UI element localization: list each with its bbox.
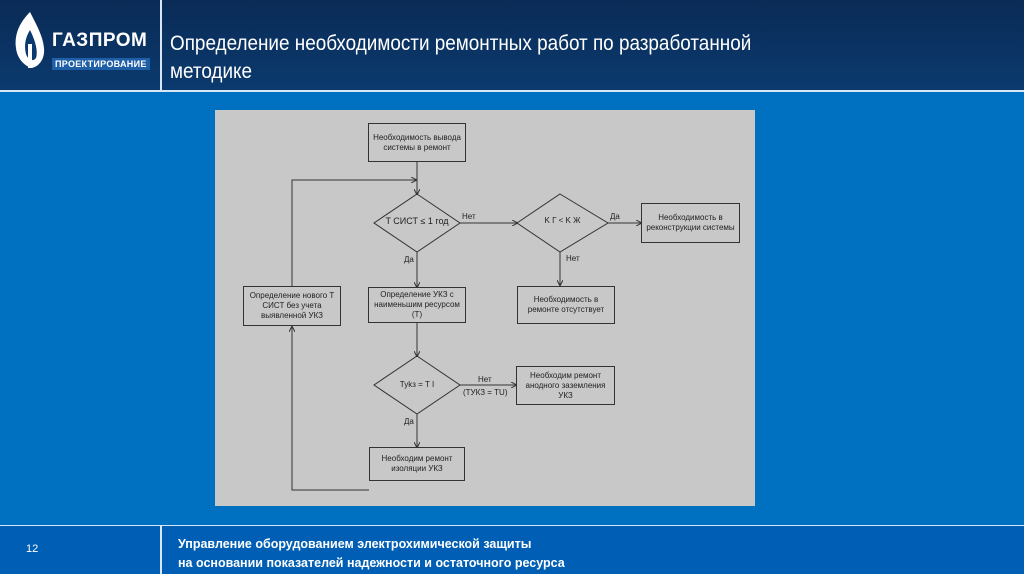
- header-bar: [0, 0, 1024, 90]
- page-number: 12: [26, 543, 39, 555]
- page-title: Определение необходимости ремонтных рабо…: [170, 32, 752, 83]
- node-new-t-sist: Определение нового T СИСТ без учета выяв…: [243, 286, 341, 326]
- footer-line-2: на основании показателей надежности и ос…: [178, 556, 565, 570]
- footer-line-1: Управление оборудованием электрохимическ…: [178, 537, 532, 551]
- flame-icon: [15, 12, 45, 68]
- footer-divider-line: [0, 525, 1024, 526]
- node-ukz-min-resource: Определение УКЗ с наименьшим ресурсом (Т…: [368, 287, 466, 323]
- label-no-1: Нет: [462, 212, 476, 221]
- label-yes-3: Да: [404, 417, 414, 426]
- decision-kg-kzh: K Г < K Ж: [544, 216, 581, 225]
- node-anode-repair: Необходим ремонт анодного заземления УКЗ: [516, 366, 615, 405]
- footer-divider: [160, 526, 162, 574]
- node-insulation-repair: Необходим ремонт изоляции УКЗ: [369, 447, 465, 481]
- label-yes-1: Да: [404, 255, 414, 264]
- flowchart-panel: Необходимость вывода системы в ремонт T …: [215, 110, 755, 506]
- header-divider: [0, 90, 1024, 92]
- decision-t-sist: T СИСТ ≤ 1 год: [385, 216, 449, 226]
- footer-bar: [0, 526, 1024, 574]
- logo-divider: [160, 0, 162, 90]
- label-yes-kg: Да: [610, 212, 620, 221]
- gazprom-logo: ГАЗПРОМ ПРОЕКТИРОВАНИЕ: [0, 0, 160, 90]
- label-no-kg: Нет: [566, 254, 580, 263]
- node-no-repair-needed: Необходимость в ремонте отсутствует: [517, 286, 615, 324]
- node-need-repair: Необходимость вывода системы в ремонт: [368, 123, 466, 162]
- label-no-3-sub: (TУКЗ = TU): [463, 388, 508, 397]
- flowchart-connectors: [215, 162, 755, 491]
- footer-caption: Управление оборудованием электрохимическ…: [178, 535, 565, 573]
- decision-tukz-ti: Туkз = T I: [399, 380, 435, 389]
- logo-subtitle: ПРОЕКТИРОВАНИЕ: [52, 58, 150, 70]
- node-reconstruction: Необходимость в реконструкции системы: [641, 203, 740, 243]
- label-no-3: Нет: [478, 375, 492, 384]
- logo-wordmark: ГАЗПРОМ: [52, 30, 148, 51]
